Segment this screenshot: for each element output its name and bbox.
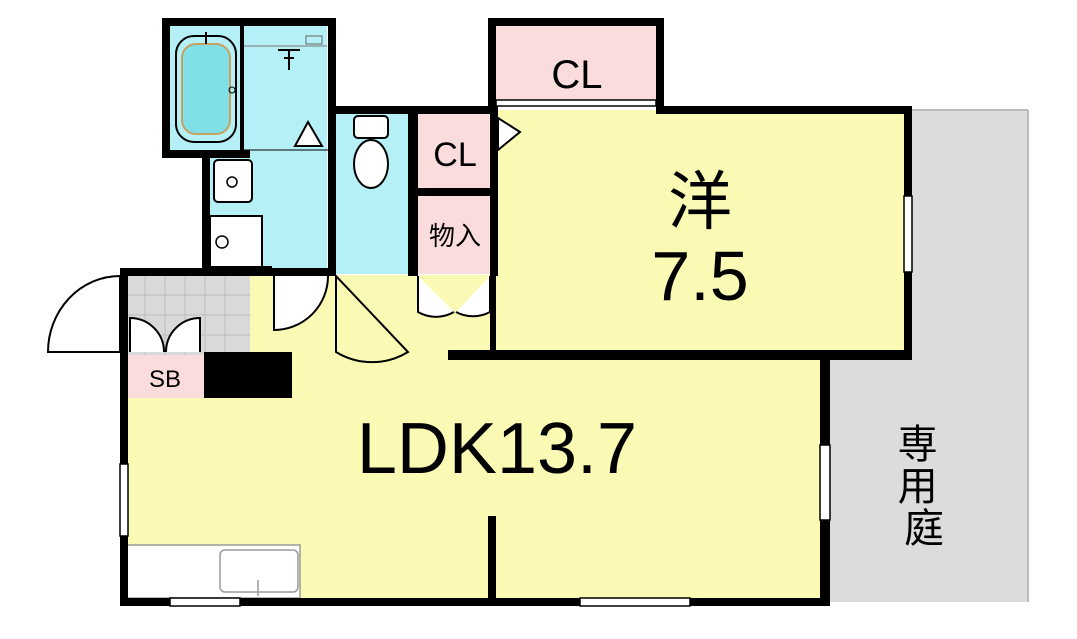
western-room-size: 7.5 [651, 237, 748, 315]
triangle-marker [293, 119, 324, 147]
toilet-tank [353, 115, 389, 139]
walls [120, 18, 912, 606]
shoe-box-label: SB [149, 366, 181, 393]
washing-machine-pan [209, 215, 263, 269]
garden-label-char-1: 専 [898, 422, 938, 468]
garden-label-char-2: 用 [898, 464, 938, 510]
sliding-rails [244, 149, 497, 272]
garden-label: 専 用 庭 [898, 422, 951, 552]
storage-area [417, 194, 493, 274]
closet-top-area [493, 24, 658, 106]
washbasin [213, 159, 253, 203]
western-room-name: 洋 [668, 166, 732, 240]
pillar [204, 352, 292, 398]
garden-label-char-3: 庭 [904, 506, 944, 552]
closet-mid-area [417, 110, 493, 192]
kitchen-sink [219, 549, 299, 593]
western-room-area [493, 110, 908, 355]
closet-mid-label: CL [433, 136, 476, 174]
storage-label: 物入 [429, 222, 481, 252]
closet-top-label: CL [551, 53, 602, 97]
faucet-icon [278, 49, 300, 70]
ldk-label: LDK13.7 [357, 409, 637, 489]
toilet-bowl [353, 139, 389, 189]
windows [119, 99, 913, 607]
shoe-box-area [126, 355, 204, 398]
doors [46, 116, 522, 364]
